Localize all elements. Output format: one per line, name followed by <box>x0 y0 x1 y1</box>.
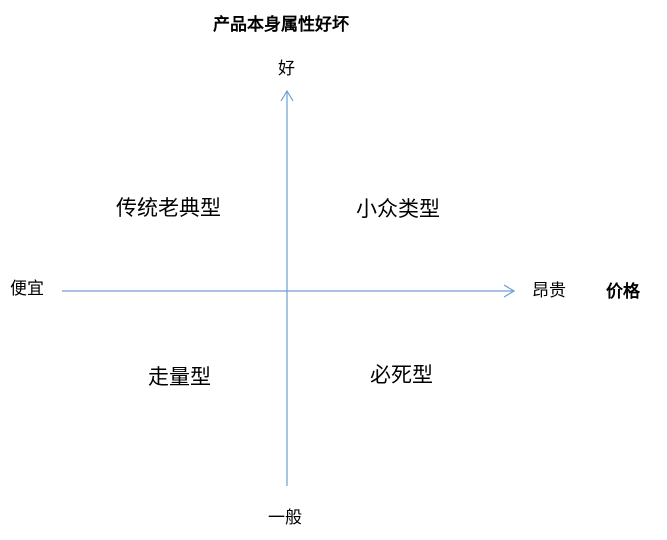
quadrant-bottom-left-label: 走量型 <box>148 365 211 389</box>
quadrant-top-left-label: 传统老典型 <box>116 196 221 220</box>
horizontal-axis <box>62 284 516 298</box>
horizontal-axis-arrowhead <box>503 284 516 298</box>
x-axis-right-label: 昂贵 <box>532 281 566 301</box>
vertical-axis-arrowhead <box>280 89 294 102</box>
x-axis-left-label: 便宜 <box>10 279 44 299</box>
quadrant-bottom-right-label: 必死型 <box>370 363 433 387</box>
y-axis-title: 产品本身属性好坏 <box>213 15 349 35</box>
x-axis-title: 价格 <box>606 282 640 302</box>
y-axis-top-label: 好 <box>278 59 295 79</box>
y-axis-bottom-label: 一般 <box>268 508 302 528</box>
vertical-axis <box>280 89 294 486</box>
quadrant-top-right-label: 小众类型 <box>356 197 440 221</box>
